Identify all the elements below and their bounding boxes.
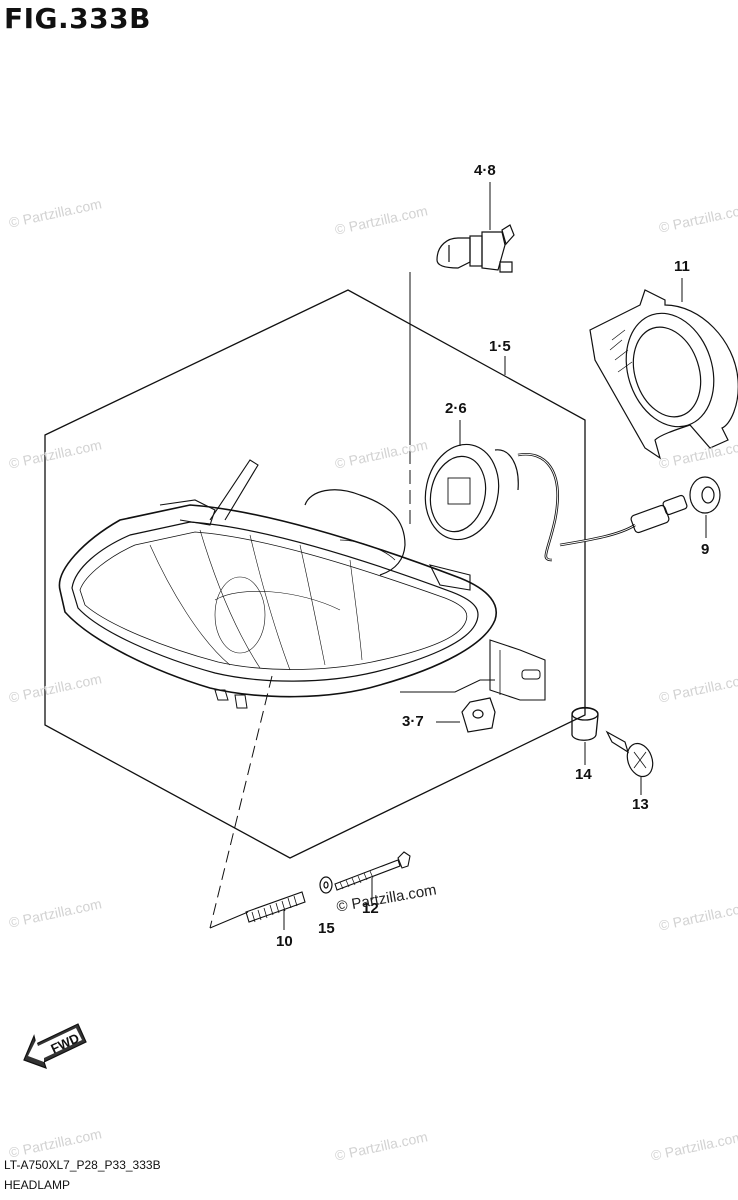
callout-socket: 2·6 [445, 400, 467, 417]
callout-nut-14: 14 [575, 766, 592, 783]
bolt [334, 851, 411, 891]
grommet-9 [689, 476, 721, 514]
callout-bolt: 12 [362, 900, 379, 917]
cover [589, 289, 738, 460]
callout-bulb: 4·8 [474, 162, 496, 179]
headlamp-housing [58, 504, 497, 698]
fwd-arrow-icon: FWD [23, 1023, 87, 1069]
bulb [436, 224, 515, 273]
callout-headlamp: 1·5 [489, 338, 511, 355]
callout-spring: 10 [276, 933, 293, 950]
callout-grommet-9: 9 [701, 541, 710, 558]
nut-14 [571, 706, 599, 741]
figure-title: FIG.333B [4, 2, 151, 35]
screw-13 [605, 730, 654, 778]
callout-bracket: 3·7 [402, 713, 424, 730]
washer [319, 876, 333, 894]
figure-name: HEADLAMP [4, 1178, 71, 1192]
spring [245, 891, 306, 923]
model-code: LT-A750XL7_P28_P33_333B [4, 1158, 161, 1172]
socket [424, 443, 688, 562]
callout-washer: 15 [318, 920, 335, 937]
callout-cover: 11 [674, 258, 690, 275]
bracket [461, 697, 496, 733]
assembly-box [44, 289, 586, 859]
callout-screw-13: 13 [632, 796, 649, 813]
